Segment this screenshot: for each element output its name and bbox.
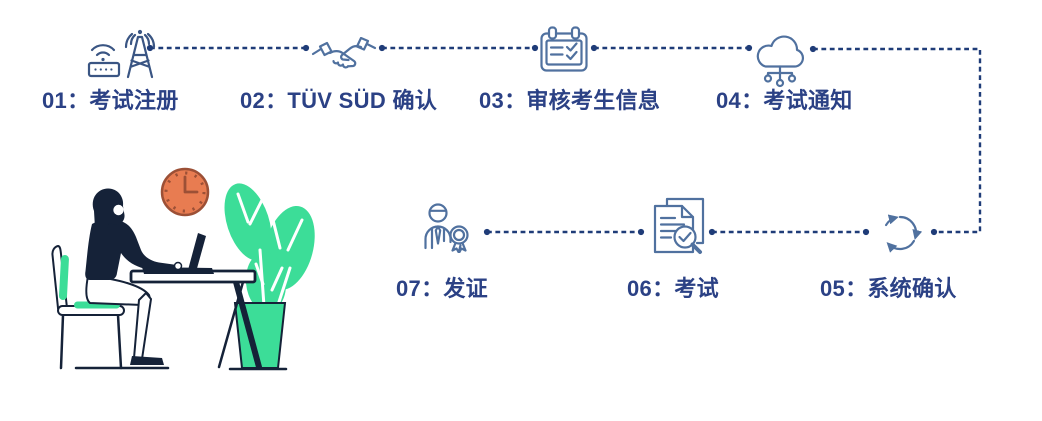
step-label-01: 01：考试注册 (42, 88, 179, 113)
cloud-network-icon (753, 33, 807, 89)
wall-clock-icon (160, 167, 210, 217)
laptop (142, 233, 214, 274)
handshake-icon (311, 37, 377, 79)
step-label-04: 04：考试通知 (716, 88, 853, 113)
seated-man (85, 188, 177, 365)
step-label-05: 05：系统确认 (820, 276, 957, 301)
connector-04-05 (813, 47, 982, 234)
step-label-07: 07：发证 (396, 276, 488, 301)
certificate-person-icon (421, 201, 473, 253)
recycle-icon (874, 206, 926, 256)
document-review-icon (651, 196, 707, 258)
antenna-signal-icon (84, 24, 160, 80)
step-label-06: 06：考试 (627, 276, 719, 301)
potted-plant (224, 183, 315, 369)
calendar-check-icon (539, 26, 589, 75)
step-label-03: 03：审核考生信息 (479, 88, 661, 113)
step-label-02: 02：TÜV SÜD 确认 (240, 88, 438, 113)
person-at-desk-illustration (30, 158, 330, 420)
